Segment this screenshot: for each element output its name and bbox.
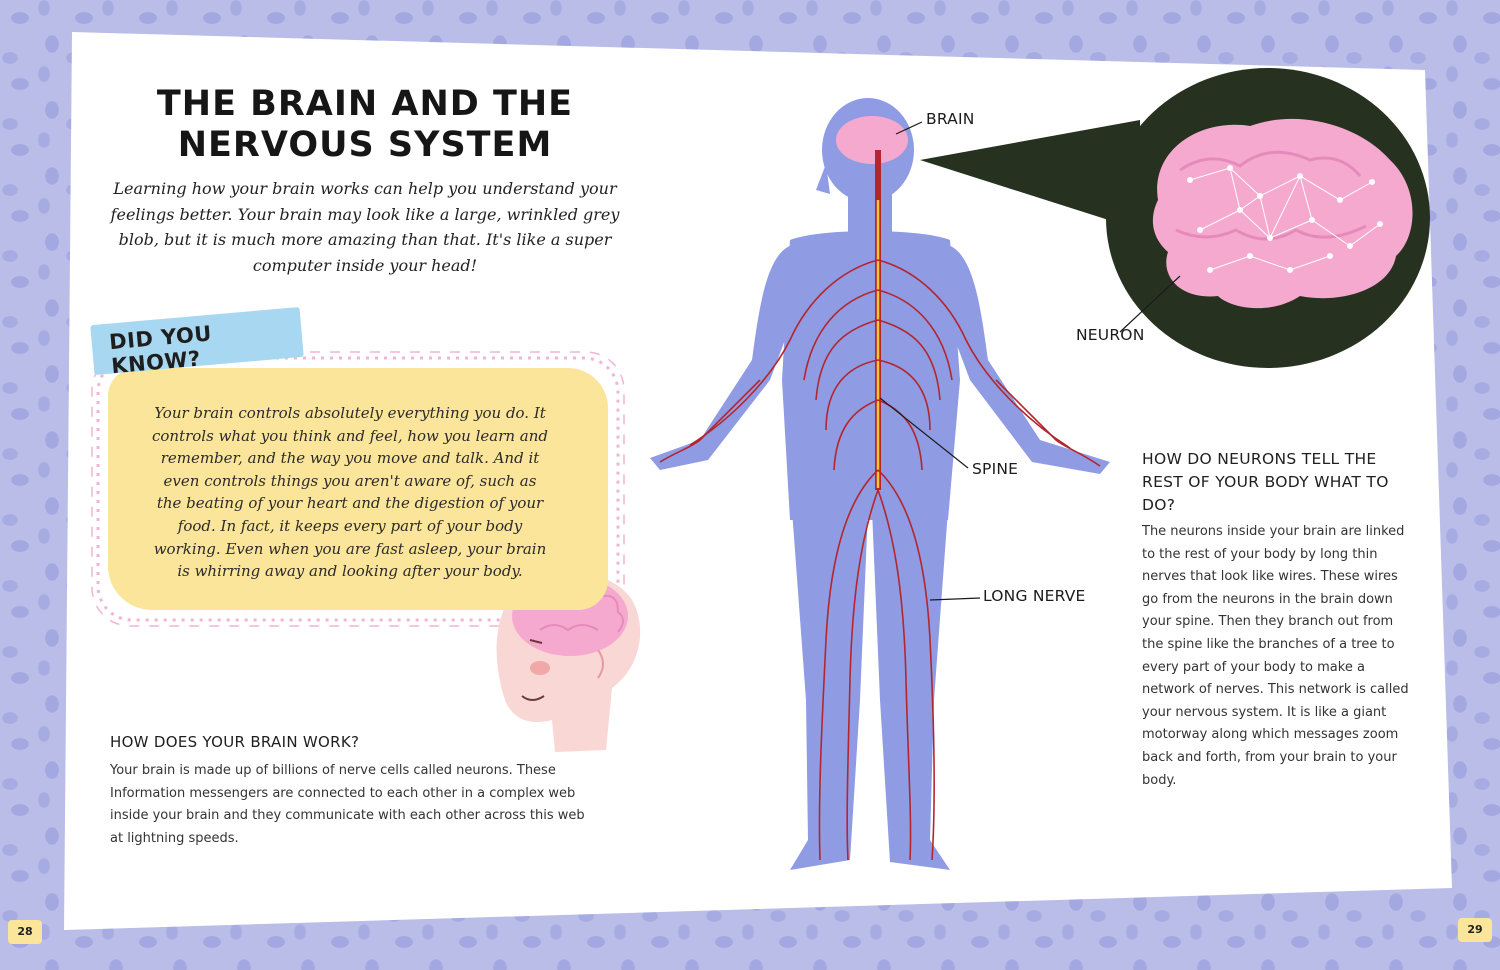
did-you-know-body: Your brain controls absolutely everythin…: [151, 404, 549, 581]
paper: [64, 32, 1452, 930]
left-section-heading: HOW DOES YOUR BRAIN WORK?: [110, 733, 360, 751]
label-neuron: NEURON: [1076, 326, 1145, 344]
page-number-left: 28: [8, 920, 42, 944]
label-spine: SPINE: [972, 460, 1019, 478]
brain-closeup-bubble: [920, 68, 1430, 368]
page-title: THE BRAIN AND THE NERVOUS SYSTEM: [150, 84, 580, 166]
right-section-heading: HOW DO NEURONS TELL THE REST OF YOUR BOD…: [1142, 450, 1389, 514]
leader-lines: [879, 121, 1181, 601]
right-section-body: The neurons inside your brain are linked…: [1142, 524, 1409, 788]
left-section-body: Your brain is made up of billions of ner…: [110, 763, 585, 846]
did-you-know-panel: [108, 368, 608, 610]
label-brain: BRAIN: [926, 110, 975, 128]
title-line-2: NERVOUS SYSTEM: [177, 125, 553, 165]
label-long-nerve: LONG NERVE: [983, 587, 1086, 605]
swirl-border: [96, 356, 620, 622]
intro-paragraph: Learning how your brain works can help y…: [110, 179, 620, 275]
page-number-right: 29: [1458, 918, 1492, 942]
title-line-1: THE BRAIN AND THE: [156, 84, 574, 124]
